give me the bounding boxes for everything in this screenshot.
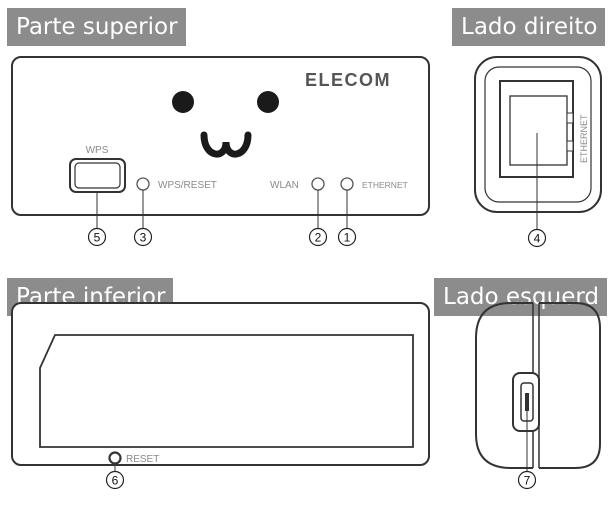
header-left-side: Lado esquerd xyxy=(434,278,608,316)
ethernet-port xyxy=(509,95,568,166)
left-side-outline-right xyxy=(539,302,601,469)
ethernet-led-label: ETHERNET xyxy=(362,180,408,190)
wlan-label: WLAN xyxy=(270,180,299,191)
wlan-led-icon xyxy=(311,177,325,191)
callout-1-label: 1 xyxy=(344,231,351,245)
reset-label: RESET xyxy=(126,454,159,465)
wps-reset-led-icon xyxy=(136,177,150,191)
header-top-side: Parte superior xyxy=(7,8,186,46)
wps-reset-label: WPS/RESET xyxy=(158,180,217,191)
face-eye-left xyxy=(172,91,194,113)
callout-3 xyxy=(133,227,153,247)
right-side-view: ETHERNET 4 xyxy=(474,56,602,248)
bottom-view: RESET 6 xyxy=(11,302,430,490)
callout-4 xyxy=(527,228,547,248)
micro-usb-contact xyxy=(525,393,529,411)
face-mouth xyxy=(200,131,252,158)
reset-hole-icon xyxy=(108,451,122,465)
ethernet-led-icon xyxy=(340,177,354,191)
callout-6-label: 6 xyxy=(112,474,119,488)
callout-1 xyxy=(337,227,357,247)
callout-5-label: 5 xyxy=(94,231,101,245)
callout-3-label: 3 xyxy=(140,231,147,245)
ethernet-latch-lower xyxy=(566,140,574,152)
callout-2 xyxy=(308,227,328,247)
callout-4-label: 4 xyxy=(534,232,541,246)
bottom-panel xyxy=(39,334,414,448)
ethernet-port-label: ETHERNET xyxy=(579,114,589,163)
face-eye-right xyxy=(257,91,279,113)
ethernet-latch-upper xyxy=(566,112,574,124)
left-side-outline-left xyxy=(475,302,533,469)
callout-6 xyxy=(105,470,125,490)
header-right-side: Lado direito xyxy=(452,8,606,46)
callout-5 xyxy=(87,227,107,247)
wps-label: WPS xyxy=(86,145,109,156)
callout-7 xyxy=(517,470,537,490)
top-view: ELECOM WPS WPS/RESET WLAN ETHERNET 5 3 2 xyxy=(11,56,430,247)
wps-button-inner xyxy=(74,162,121,189)
left-side-view: 7 xyxy=(475,302,601,490)
callout-7-label: 7 xyxy=(524,474,531,488)
callout-2-label: 2 xyxy=(315,231,322,245)
brand-logo: ELECOM xyxy=(305,70,391,90)
